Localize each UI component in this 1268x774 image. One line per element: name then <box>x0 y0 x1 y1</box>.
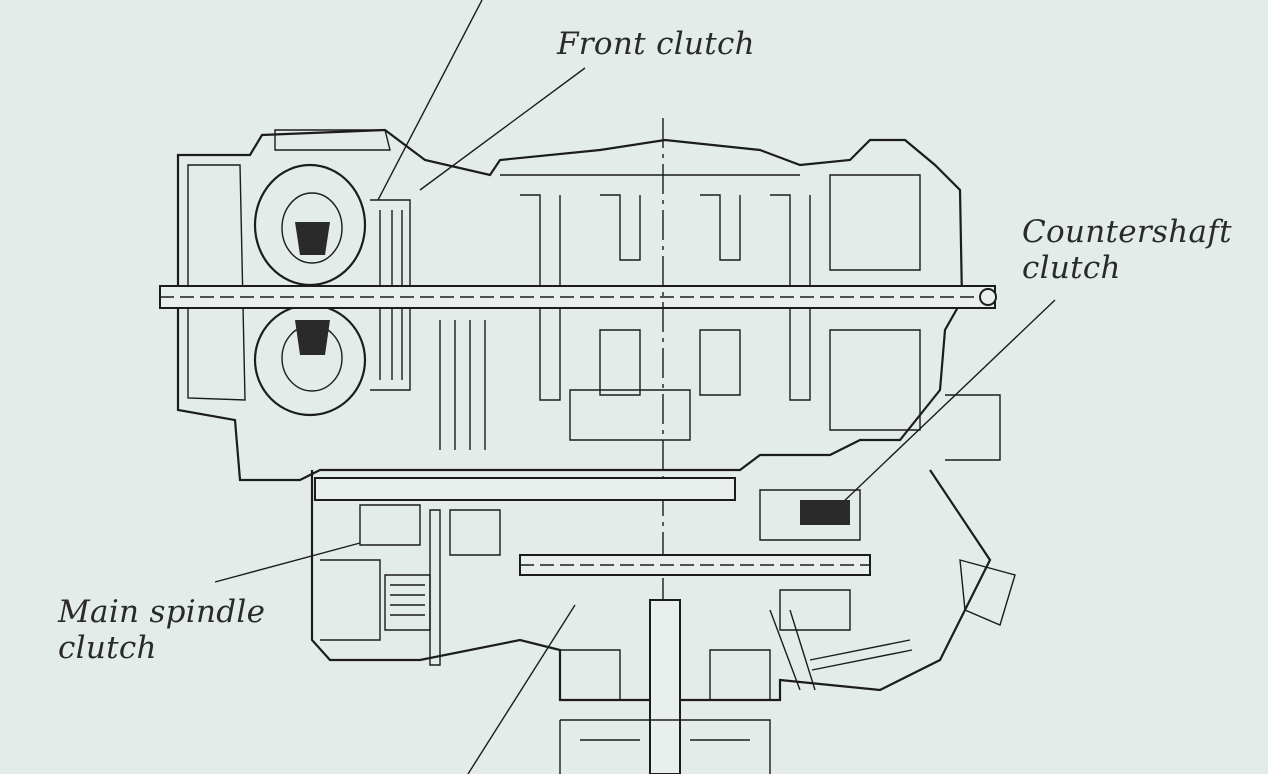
output-gear-stack <box>559 599 771 774</box>
lower-housing <box>310 389 1016 702</box>
main-shaft <box>159 285 997 309</box>
upper-housing <box>176 128 1001 482</box>
label-main-spindle-line1: Main spindle <box>58 594 266 630</box>
label-front-clutch: Front clutch <box>557 26 755 62</box>
label-main-spindle-clutch: Main spindle clutch <box>58 594 265 666</box>
label-countershaft-clutch: Countershaft clutch <box>1022 214 1232 286</box>
label-countershaft-line1: Countershaft <box>1022 214 1232 250</box>
label-countershaft-line2: clutch <box>1022 250 1121 286</box>
label-main-spindle-line2: clutch <box>58 630 157 666</box>
leader-lines <box>214 0 1056 774</box>
